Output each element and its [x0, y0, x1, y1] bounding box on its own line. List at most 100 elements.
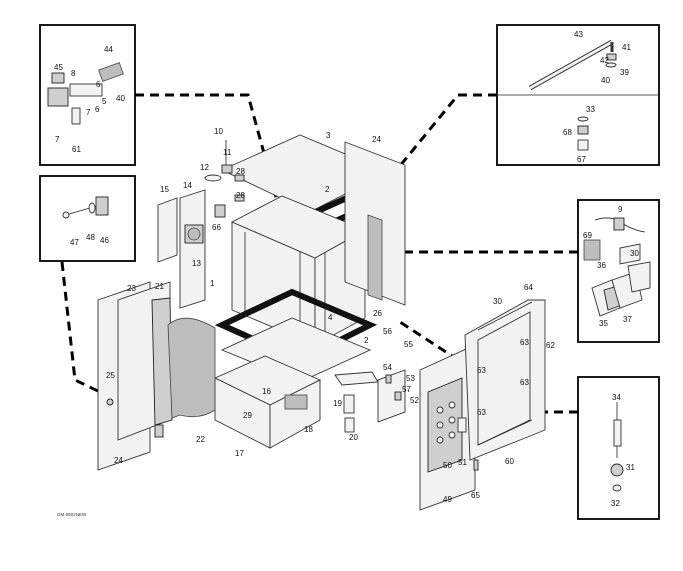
callout-25: 25 [106, 371, 115, 380]
callout-6: 6 [96, 80, 101, 89]
left-side-panels [97, 189, 216, 471]
detail-box-mid-left: 47 48 46 [39, 175, 136, 262]
callout-21: 21 [155, 282, 164, 291]
detail-leader-lines [60, 93, 578, 414]
part-68 [577, 125, 589, 135]
callout-34: 34 [612, 393, 621, 402]
callout-55: 55 [404, 340, 413, 349]
callout-3: 3 [326, 131, 331, 140]
callout-9: 9 [618, 205, 623, 214]
callout-63: 63 [477, 408, 486, 417]
callout-40: 40 [601, 76, 610, 85]
side-cover-22 [167, 317, 216, 419]
detail-box-mid-right: 9 69 36 30 35 37 [577, 199, 660, 343]
callout-63: 63 [520, 338, 529, 347]
callout-40: 40 [116, 94, 125, 103]
callout-60: 60 [505, 457, 514, 466]
callout-43: 43 [574, 30, 583, 39]
callout-22: 22 [196, 435, 205, 444]
callout-63: 63 [520, 378, 529, 387]
detail-box-top-left: 45 44 8 6 40 5 6 7 7 61 [39, 24, 136, 166]
callout-39: 39 [620, 68, 629, 77]
callout-49: 49 [443, 495, 452, 504]
foot [343, 394, 355, 414]
part-32 [612, 484, 622, 492]
callout-30: 30 [493, 297, 502, 306]
detail-frame [577, 376, 660, 520]
callout-5: 5 [102, 97, 107, 106]
connector-44 [98, 62, 124, 82]
part-67 [577, 139, 589, 151]
callout-30: 30 [630, 249, 639, 258]
callout-50: 50 [443, 461, 452, 470]
callout-51: 51 [458, 458, 467, 467]
callout-32: 32 [611, 499, 620, 508]
leader-mid-left [60, 261, 101, 394]
callout-2: 2 [364, 336, 369, 345]
callout-54: 54 [383, 363, 392, 372]
part-65 [473, 459, 479, 471]
connector-9 [613, 217, 625, 231]
fitting-28b [234, 194, 245, 202]
callout-47: 47 [70, 238, 79, 247]
callout-23: 23 [127, 284, 136, 293]
callout-15: 15 [160, 185, 169, 194]
detail-frame [39, 175, 136, 262]
callout-46: 46 [100, 236, 109, 245]
callout-41: 41 [622, 43, 631, 52]
callout-14: 14 [183, 181, 192, 190]
washer-12 [204, 174, 222, 182]
bracket-46 [95, 196, 109, 216]
main-cabinet [213, 134, 390, 449]
handle-51 [457, 417, 467, 433]
callout-57: 57 [402, 385, 411, 394]
callout-37: 37 [623, 315, 632, 324]
panel-screw [106, 398, 114, 406]
callout-26: 26 [373, 309, 382, 318]
callout-31: 31 [626, 463, 635, 472]
callout-64: 64 [524, 283, 533, 292]
element-34 [613, 419, 622, 447]
callout-44: 44 [104, 45, 113, 54]
callout-68: 68 [563, 128, 572, 137]
part-52 [394, 391, 402, 401]
nut-42 [606, 53, 617, 61]
callout-7: 7 [86, 108, 91, 117]
door-control-50 [427, 377, 463, 473]
door-knob [436, 406, 444, 414]
door-knob [448, 401, 456, 409]
callout-11: 11 [223, 148, 232, 157]
callout-33: 33 [586, 105, 595, 114]
washer-39 [605, 62, 617, 68]
callout-16: 16 [262, 387, 271, 396]
door-assembly [377, 299, 546, 511]
callout-19: 19 [333, 399, 342, 408]
cap-31 [610, 463, 624, 477]
door-glass [477, 311, 531, 446]
door-knob [436, 436, 444, 444]
door-knob [448, 416, 456, 424]
frame-36-upper [619, 243, 641, 265]
pad-69 [583, 239, 601, 261]
leader-top-right [370, 93, 497, 201]
detail-box-top-right: 43 41 42 39 40 33 68 67 [496, 24, 660, 166]
panel-14 [179, 189, 206, 309]
detail-box-bottom-right: 34 31 32 [577, 376, 660, 520]
drawing-code: OM-0602NEW [57, 512, 87, 517]
callout-69: 69 [583, 231, 592, 240]
right-side-panels [344, 141, 406, 306]
callout-10: 10 [214, 127, 223, 136]
foot-cap [344, 417, 355, 433]
callout-6: 6 [95, 105, 100, 114]
fitting-11 [221, 164, 233, 174]
bracket-56 [377, 369, 406, 423]
callout-24: 24 [114, 456, 123, 465]
base-grille [284, 394, 308, 410]
callout-2: 2 [325, 185, 330, 194]
fitting-66 [214, 204, 226, 218]
callout-67: 67 [577, 155, 586, 164]
callout-35: 35 [599, 319, 608, 328]
callout-4: 4 [328, 313, 333, 322]
